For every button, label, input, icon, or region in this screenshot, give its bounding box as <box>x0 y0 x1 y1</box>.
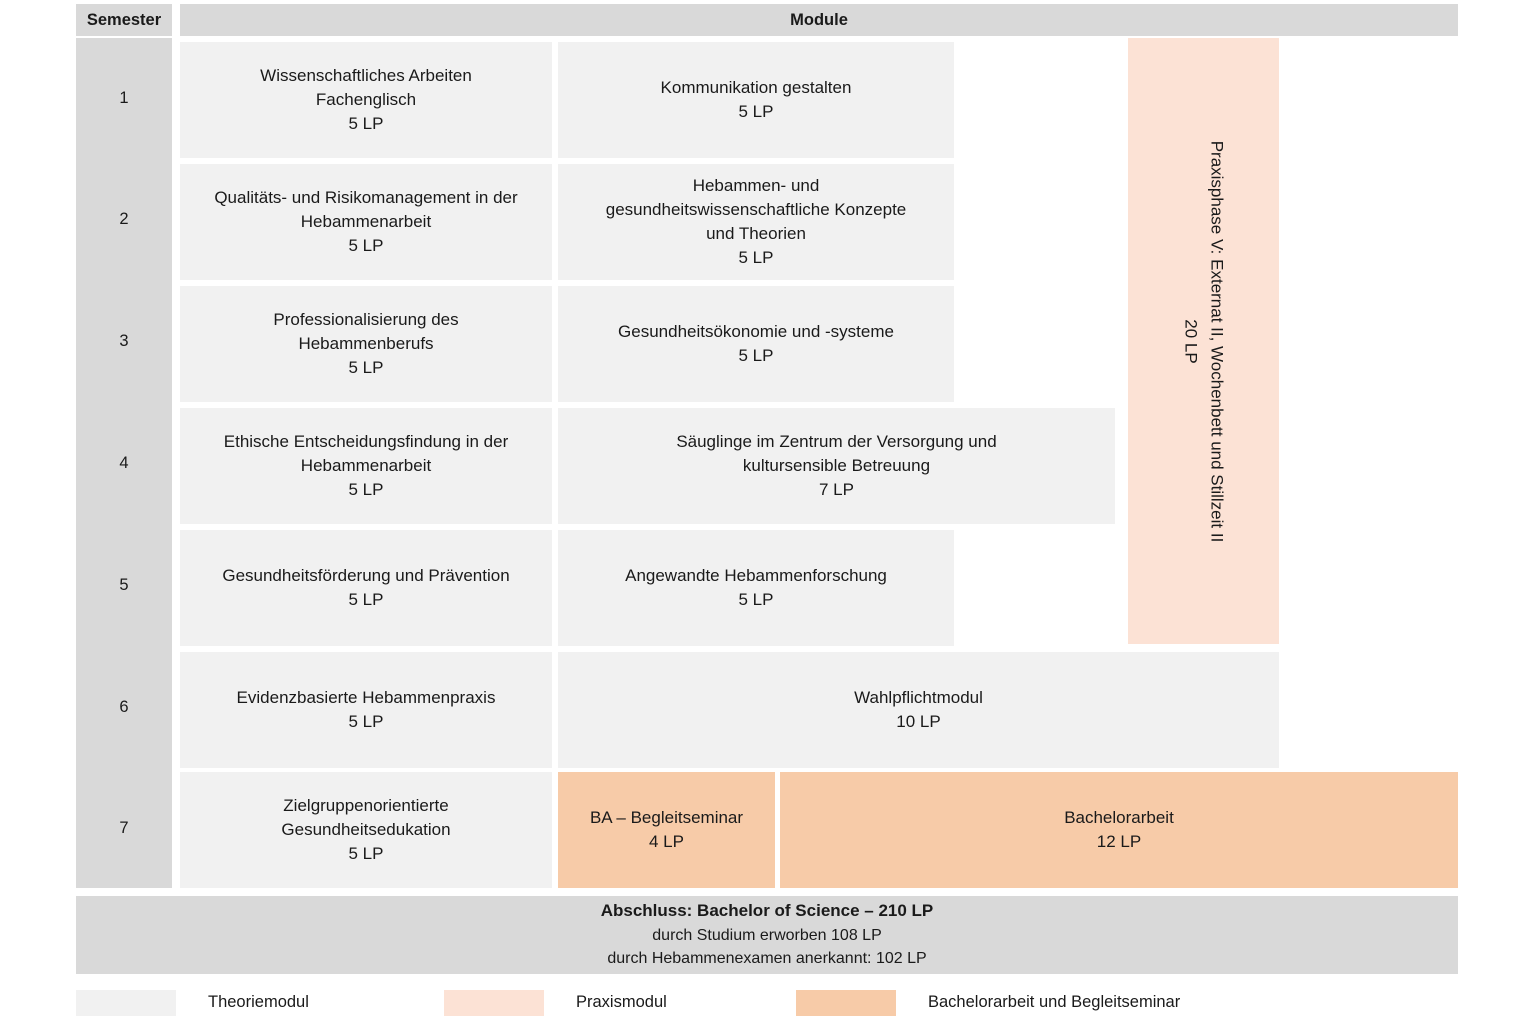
module-lp: 5 LP <box>348 590 384 609</box>
legend: Theoriemodul Praxismodul Bachelorarbeit … <box>0 985 1530 1020</box>
module-box-praxisphase-v[interactable]: Praxisphase V: Externat II, Wochenbett u… <box>1128 38 1279 644</box>
module-box-hebammen-und-gesundheitswissenschaftliche-konzepte[interactable]: Hebammen- und gesundheitswissenschaftlic… <box>558 164 954 280</box>
semester-cell-5: 5 <box>76 524 172 646</box>
module-title: Zielgruppenorientierte Gesundheitsedukat… <box>281 795 451 839</box>
module-lp: 7 LP <box>819 480 854 500</box>
module-lp: 5 LP <box>348 712 384 731</box>
module-box-gesundheitsoekonomie[interactable]: Gesundheitsökonomie und -systeme 5 LP <box>558 286 954 402</box>
legend-item-praxismodul: Praxismodul <box>444 985 667 1020</box>
semester-cell-1: 1 <box>76 38 172 158</box>
module-lp: 5 LP <box>348 480 384 500</box>
module-title: Angewandte Hebammenforschung <box>625 565 887 585</box>
semester-number: 4 <box>119 453 129 472</box>
module-title: Wissenschaftliches Arbeiten Fachenglisch <box>260 65 472 109</box>
module-lp: 5 LP <box>348 236 384 256</box>
module-lp: 10 LP <box>896 712 941 731</box>
module-box-saeuglinge-im-zentrum[interactable]: Säuglinge im Zentrum der Versorgung und … <box>558 408 1115 524</box>
header-semester: Semester <box>76 4 172 36</box>
module-lp: 5 LP <box>738 346 774 365</box>
summary-line-2: durch Studium erworben 108 LP <box>652 927 882 945</box>
legend-label-praxismodul: Praxismodul <box>576 993 667 1011</box>
module-box-wahlpflichtmodul[interactable]: Wahlpflichtmodul 10 LP <box>558 652 1279 768</box>
summary-line-3: durch Hebammenexamen anerkannt: 102 LP <box>607 950 927 968</box>
module-box-wissenschaftliches-arbeiten[interactable]: Wissenschaftliches Arbeiten Fachenglisch… <box>180 42 552 158</box>
module-title: Evidenzbasierte Hebammenpraxis <box>236 687 496 707</box>
module-box-kommunikation-gestalten[interactable]: Kommunikation gestalten 5 LP <box>558 42 954 158</box>
module-box-zielgruppenorientierte-gesundheitsedukation[interactable]: Zielgruppenorientierte Gesundheitsedukat… <box>180 772 552 888</box>
module-lp: 5 LP <box>738 590 774 609</box>
module-title: Wahlpflichtmodul <box>854 687 983 707</box>
semester-number: 3 <box>119 331 129 350</box>
praxis-title: Praxisphase V: Externat II, Wochenbett u… <box>1207 140 1226 542</box>
semester-number: 1 <box>119 88 129 107</box>
module-box-ba-begleitseminar[interactable]: BA – Begleitseminar 4 LP <box>558 772 775 888</box>
module-lp: 5 LP <box>348 358 384 378</box>
legend-swatch-praxismodul <box>444 989 544 1016</box>
module-title: Gesundheitsförderung und Prävention <box>222 565 510 585</box>
semester-column: 1 2 3 4 5 6 7 <box>76 38 172 888</box>
legend-item-theoriemodul: Theoriemodul <box>76 985 309 1020</box>
summary-title: Abschluss: Bachelor of Science – 210 LP <box>600 901 934 921</box>
semester-number: 5 <box>119 575 129 594</box>
header-semester-label: Semester <box>86 10 162 29</box>
module-box-bachelorarbeit[interactable]: Bachelorarbeit 12 LP <box>780 772 1458 888</box>
module-lp: 5 LP <box>348 114 384 134</box>
legend-swatch-theoriemodul <box>76 989 176 1016</box>
module-box-evidenzbasierte-hebammenpraxis[interactable]: Evidenzbasierte Hebammenpraxis 5 LP <box>180 652 552 768</box>
module-box-professionalisierung-hebammenberuf[interactable]: Professionalisierung des Hebammenberufs … <box>180 286 552 402</box>
module-title: Qualitäts- und Risikomanagement in der H… <box>214 187 518 231</box>
module-lp: 4 LP <box>649 832 684 851</box>
semester-cell-2: 2 <box>76 158 172 280</box>
semester-number: 6 <box>119 697 129 716</box>
module-box-ethische-entscheidungsfindung[interactable]: Ethische Entscheidungsfindung in der Heb… <box>180 408 552 524</box>
praxis-lp: 20 LP <box>1181 318 1201 364</box>
legend-swatch-bachelorarbeit <box>796 989 896 1016</box>
semester-cell-6: 6 <box>76 646 172 768</box>
module-title: Gesundheitsökonomie und -systeme <box>618 321 894 341</box>
module-title: Ethische Entscheidungsfindung in der Heb… <box>223 431 509 475</box>
praxis-vertical-text: Praxisphase V: Externat II, Wochenbett u… <box>1178 140 1229 542</box>
summary-block: Abschluss: Bachelor of Science – 210 LP … <box>76 896 1458 974</box>
module-lp: 12 LP <box>1096 832 1142 851</box>
module-lp: 5 LP <box>348 844 384 864</box>
module-title: BA – Begleitseminar <box>589 807 744 827</box>
legend-item-bachelorarbeit: Bachelorarbeit und Begleitseminar <box>796 985 1180 1020</box>
module-title: Kommunikation gestalten <box>660 77 852 97</box>
module-box-qualitaets-und-risikomanagement[interactable]: Qualitäts- und Risikomanagement in der H… <box>180 164 552 280</box>
module-title: Säuglinge im Zentrum der Versorgung und … <box>676 431 997 475</box>
semester-number: 2 <box>119 209 129 228</box>
module-box-gesundheitsfoerderung-praevention[interactable]: Gesundheitsförderung und Prävention 5 LP <box>180 530 552 646</box>
header-module: Module <box>180 4 1458 36</box>
module-lp: 5 LP <box>738 248 774 268</box>
semester-cell-4: 4 <box>76 402 172 524</box>
semester-cell-3: 3 <box>76 280 172 402</box>
legend-label-theoriemodul: Theoriemodul <box>208 993 309 1011</box>
semester-cell-7: 7 <box>76 768 172 888</box>
header-module-label: Module <box>790 10 848 29</box>
module-title: Bachelorarbeit <box>1064 807 1174 827</box>
legend-label-bachelorarbeit: Bachelorarbeit und Begleitseminar <box>928 993 1181 1011</box>
module-box-angewandte-hebammenforschung[interactable]: Angewandte Hebammenforschung 5 LP <box>558 530 954 646</box>
module-lp: 5 LP <box>738 102 774 121</box>
semester-number: 7 <box>119 818 129 837</box>
module-title: Professionalisierung des Hebammenberufs <box>273 309 459 353</box>
module-title: Hebammen- und gesundheitswissenschaftlic… <box>605 175 907 243</box>
